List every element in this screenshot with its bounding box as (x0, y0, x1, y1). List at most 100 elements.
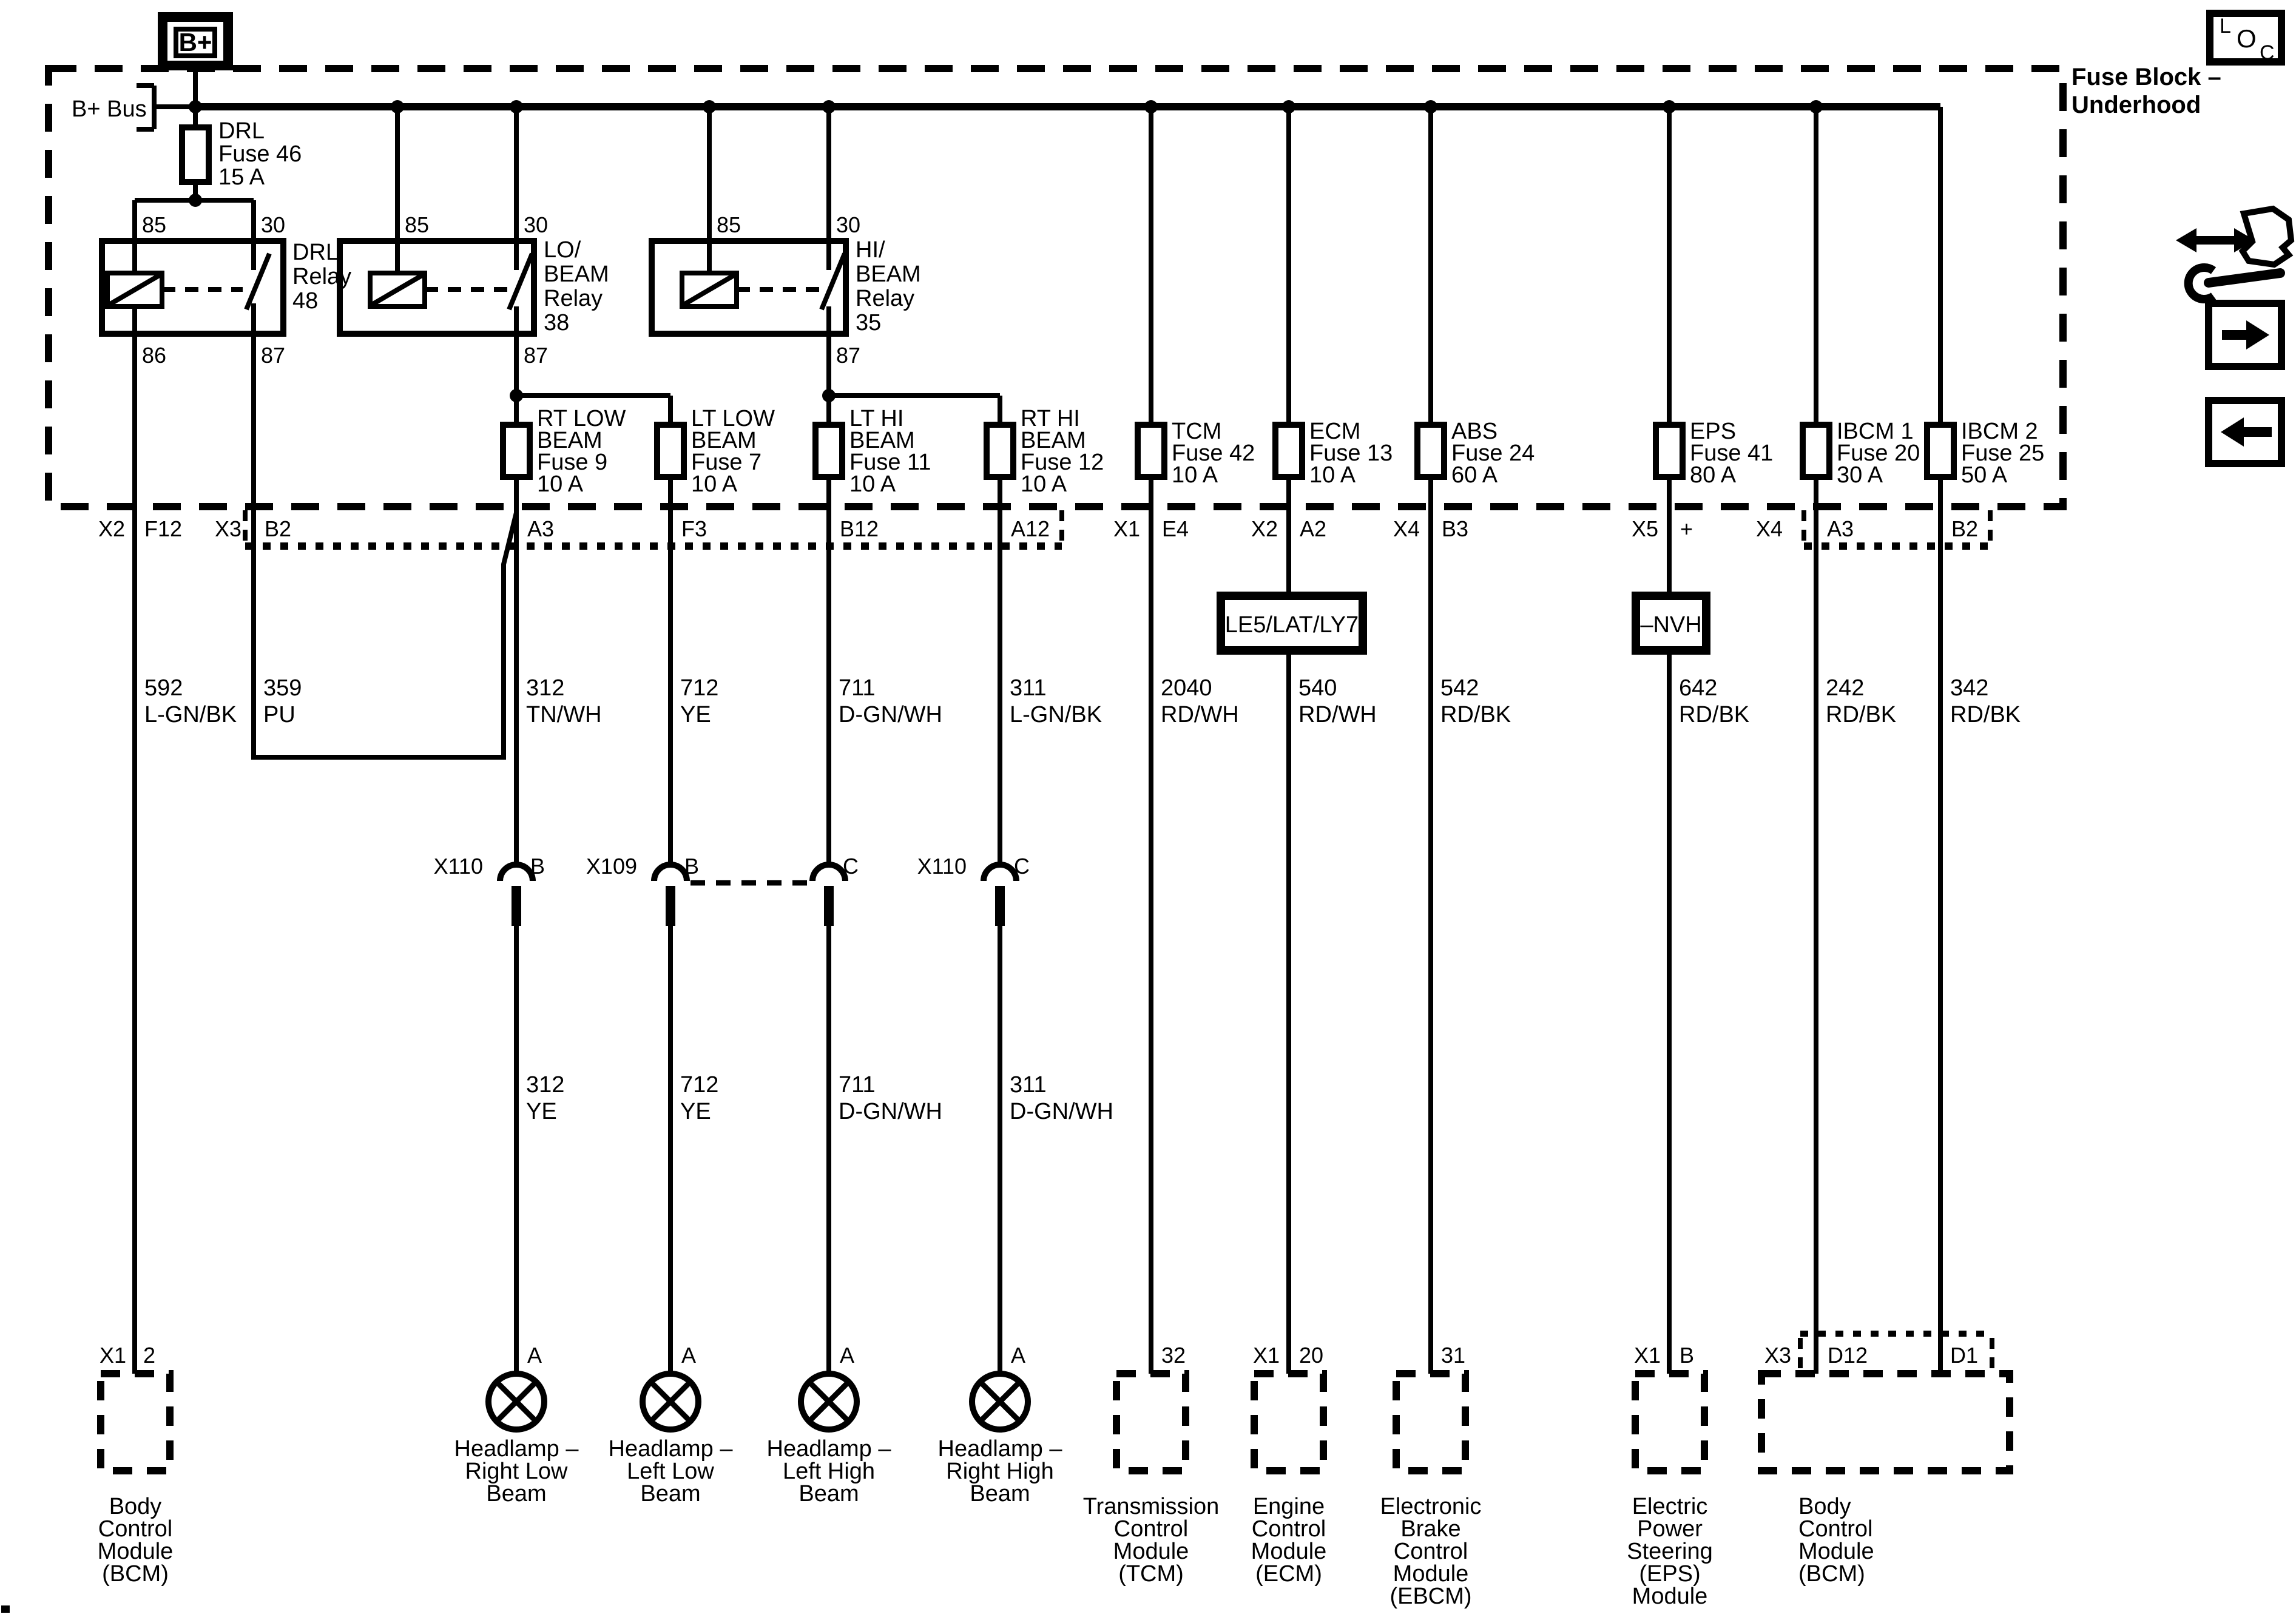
pin-31: 31 (1441, 1343, 1465, 1368)
svg-text:RD/WH: RD/WH (1298, 702, 1377, 727)
pin-x1: X1 (1634, 1343, 1661, 1368)
arrow-right-icon (2246, 320, 2269, 349)
pin-x4b: X4 (1756, 516, 1783, 541)
svg-text:Beam: Beam (799, 1481, 859, 1507)
fuse-7-label: LT LOW (691, 406, 775, 431)
svg-text:TN/WH: TN/WH (526, 702, 602, 727)
circuit-wires (132, 66, 1943, 1374)
svg-text:C: C (843, 854, 859, 879)
wire-label-342: 342 (1950, 675, 1988, 701)
b-plus-bus-label: B+ Bus (72, 96, 147, 122)
wire-label-312: 312 (526, 675, 564, 701)
svg-text:Control: Control (1114, 1516, 1189, 1542)
svg-text:RD/BK: RD/BK (1950, 702, 2021, 727)
pin-85: 85 (717, 212, 741, 237)
svg-text:60 A: 60 A (1451, 462, 1498, 488)
engine-option-box (1217, 592, 1367, 655)
svg-text:C: C (1014, 854, 1030, 879)
fuse-46-label: DRL (218, 118, 265, 144)
pin-b2: B2 (265, 516, 291, 541)
svg-text:D-GN/WH: D-GN/WH (839, 702, 942, 727)
wire-label-592: 592 (144, 675, 183, 701)
svg-text:10 A: 10 A (1172, 462, 1218, 488)
fuse-12-label: RT HI (1021, 406, 1080, 431)
pin-2: 2 (143, 1343, 155, 1368)
pin-87: 87 (524, 343, 548, 368)
connector-row: X2 F12 X3 B2 A3 F3 B12 A12 X1 E4 X2 A2 X… (98, 510, 1993, 550)
svg-text:Module: Module (1113, 1539, 1189, 1564)
fuse-24-icon (1414, 422, 1447, 480)
svg-text:Fuse 24: Fuse 24 (1451, 441, 1535, 466)
b-plus-bus-tap: B+ Bus (72, 83, 195, 132)
svg-text:O: O (2237, 24, 2257, 53)
wire-label-712: 712 (680, 675, 718, 701)
svg-text:BEAM: BEAM (691, 428, 757, 453)
fuse-block-border: Fuse Block – Underhood (45, 64, 2221, 510)
svg-text:(BCM): (BCM) (1798, 1561, 1865, 1587)
hi-beam-relay: 85 30 87 HI/ BEAM Relay 35 (649, 212, 921, 368)
wire-label-242: 242 (1826, 675, 1864, 701)
pin-e4: E4 (1162, 516, 1189, 541)
drl-relay: 85 30 86 87 DRL Relay 48 (99, 212, 351, 368)
pin-20: 20 (1299, 1343, 1323, 1368)
adjust-wrench-icon[interactable] (2176, 205, 2295, 303)
next-button[interactable] (2205, 300, 2285, 370)
lamp-label: Headlamp – (454, 1436, 579, 1462)
fuse-9-label: RT LOW (537, 406, 626, 431)
svg-text:10 A: 10 A (1309, 462, 1356, 488)
svg-text:BEAM: BEAM (537, 428, 603, 453)
loc-button[interactable]: L O C (2206, 10, 2285, 66)
connector-x109-label: X109 (586, 854, 637, 879)
fuse-20-icon (1800, 422, 1832, 480)
pin-30: 30 (524, 212, 548, 237)
svg-text:Power: Power (1637, 1516, 1703, 1542)
pin-x3: X3 (215, 516, 241, 541)
module-label: Body (1798, 1494, 1851, 1519)
svg-text:(TCM): (TCM) (1118, 1561, 1184, 1587)
pin-x2b: X2 (1251, 516, 1278, 541)
svg-text:RD/BK: RD/BK (1826, 702, 1896, 727)
pin-plus: + (1680, 516, 1693, 541)
svg-text:Right High: Right High (946, 1459, 1053, 1484)
fuse-13-label: ECM (1309, 419, 1360, 444)
fuse-13-icon (1272, 422, 1305, 480)
module-bcm-left: X1 2 Body Control Module (BCM) (97, 1343, 174, 1587)
lo-relay-label: LO/ (544, 237, 581, 263)
fuse-7-icon (654, 422, 687, 480)
pin-x3: X3 (1764, 1343, 1791, 1368)
svg-text:10 A: 10 A (691, 471, 738, 497)
svg-text:Brake: Brake (1400, 1516, 1460, 1542)
pin-a12: A12 (1011, 516, 1050, 541)
svg-text:BEAM: BEAM (544, 262, 609, 287)
module-tcm: 32 Transmission Control Module (TCM) (1083, 1343, 1220, 1587)
headlamp-right-low: A Headlamp – Right Low Beam (454, 1343, 579, 1507)
b-plus-label: B+ (179, 28, 212, 56)
svg-text:Fuse 9: Fuse 9 (537, 450, 607, 475)
relay-switch-icon (819, 252, 847, 311)
connector-x110-c-icon (981, 862, 1019, 882)
svg-text:Module: Module (98, 1539, 174, 1564)
module-label: Electronic (1380, 1494, 1482, 1519)
svg-text:(ECM): (ECM) (1255, 1561, 1322, 1587)
svg-text:Module: Module (1798, 1539, 1874, 1564)
engine-option-label: LE5/LAT/LY7 (1225, 612, 1359, 638)
svg-text:Beam: Beam (640, 1481, 700, 1507)
lo-beam-relay: 85 30 87 LO/ BEAM Relay 38 (337, 212, 609, 368)
module-bcm-right: X3 D12 D1 Body Control Module (BCM) (1758, 1331, 2013, 1587)
module-ecm: X1 20 Engine Control Module (ECM) (1251, 1343, 1327, 1587)
lamp-label: Headlamp – (609, 1436, 734, 1462)
nvh-option-label: –NVH (1640, 612, 1701, 638)
loc-icon: L (2220, 15, 2231, 38)
pin-85: 85 (405, 212, 429, 237)
hi-relay-label: HI/ (856, 237, 885, 263)
svg-text:Control: Control (1252, 1516, 1326, 1542)
pin-d12: D12 (1828, 1343, 1868, 1368)
fuse-46-drl: DRL Fuse 46 15 A (179, 118, 302, 190)
relay-switch-icon (244, 252, 272, 311)
svg-text:Fuse 42: Fuse 42 (1172, 441, 1255, 466)
connector-x110-label: X110 (434, 854, 483, 879)
fuse-25-icon (1924, 422, 1957, 480)
pin-x2: X2 (98, 516, 125, 541)
back-button[interactable] (2205, 397, 2285, 467)
